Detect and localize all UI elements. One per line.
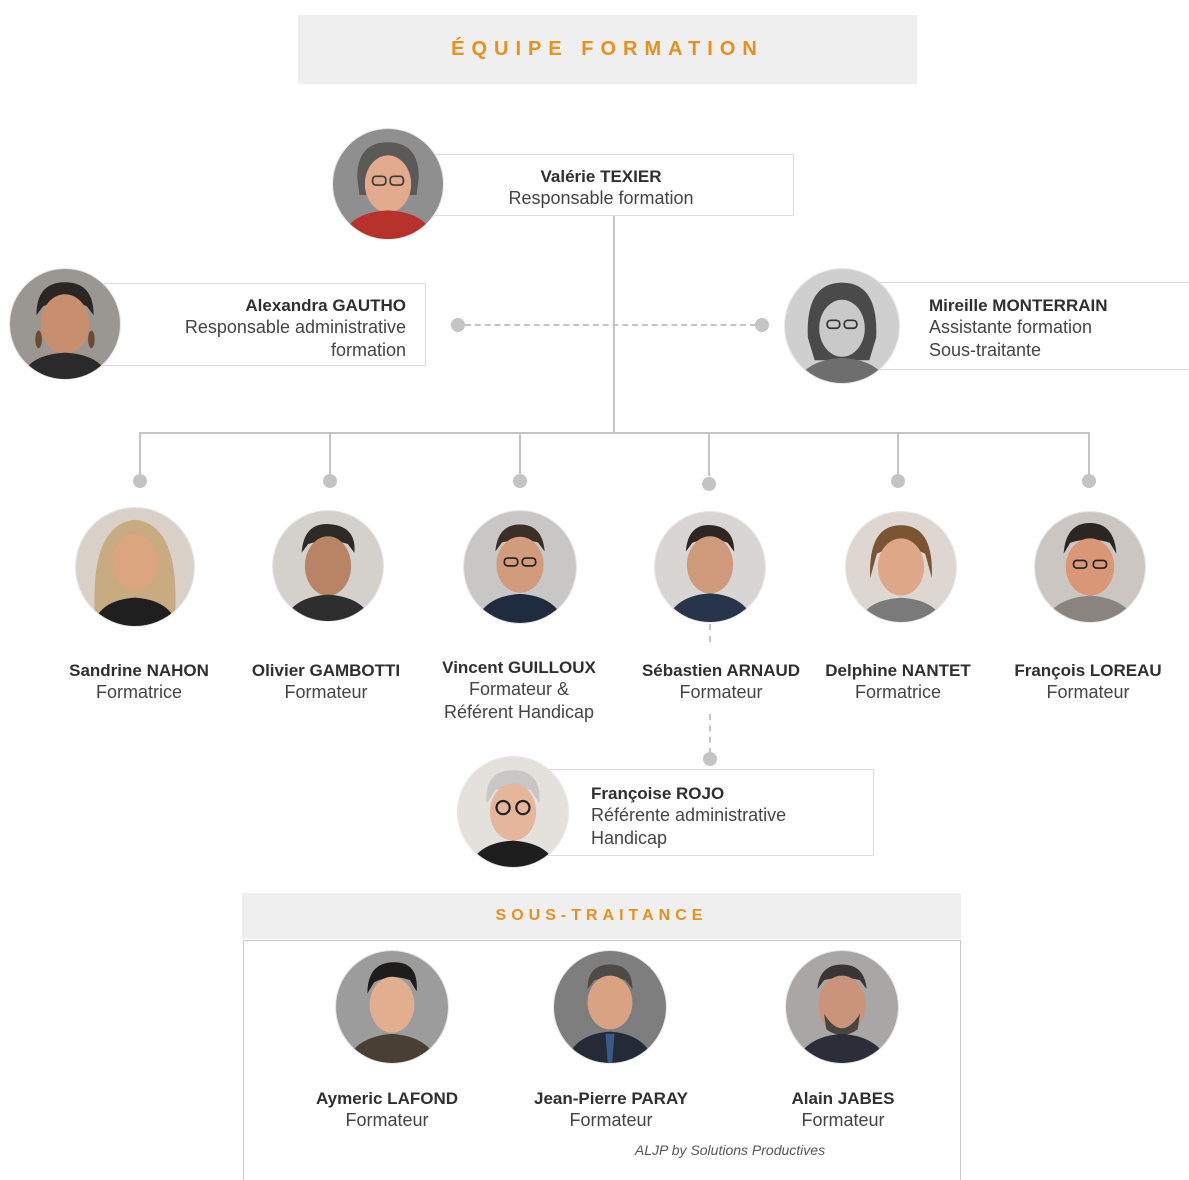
trainer-name: Delphine NANTET	[825, 661, 971, 680]
trainer-text: Sandrine NAHON Formatrice	[69, 660, 209, 704]
trainer-name: Olivier GAMBOTTI	[251, 661, 401, 680]
connector-drop	[519, 432, 521, 476]
connector-drop	[897, 432, 899, 476]
subcontractor-name: Aymeric LAFOND	[315, 1089, 459, 1108]
left-staff-role-line1: Responsable administrative	[184, 317, 406, 337]
subcontractor-name: Jean-Pierre PARAY	[533, 1089, 689, 1108]
trainer-text: Vincent GUILLOUX Formateur & Référent Ha…	[442, 657, 596, 724]
trainer-role: Formateur	[1046, 682, 1130, 702]
trainer-role: Formateur &	[468, 679, 570, 699]
subcontractor-avatar	[336, 951, 448, 1063]
handicap-referent-text: Françoise ROJO Référente administrative …	[591, 783, 786, 850]
trainer-role: Formateur	[284, 682, 368, 702]
lead-name: Valérie TEXIER	[540, 167, 662, 186]
trainer-text: François LOREAU Formateur	[1014, 660, 1161, 704]
left-staff-role-line2: formation	[330, 340, 406, 360]
dashed-connector-handicap-upper	[709, 624, 711, 642]
trainer-name: Vincent GUILLOUX	[442, 658, 596, 677]
person-photo-icon	[273, 511, 383, 621]
trainer-avatar	[1035, 512, 1145, 622]
trainer-role-line2: Référent Handicap	[443, 702, 595, 722]
connector-drop	[708, 432, 710, 476]
person-photo-icon	[786, 951, 898, 1063]
trainer-text: Sébastien ARNAUD Formateur	[642, 660, 800, 704]
connector-drop	[1088, 432, 1090, 476]
subcontracting-title: SOUS-TRAITANCE	[495, 907, 708, 924]
subcontractor-avatar	[554, 951, 666, 1063]
trainer-name: François LOREAU	[1014, 661, 1162, 680]
handicap-referent-name: Françoise ROJO	[591, 784, 725, 803]
left-staff-name: Alexandra GAUTHO	[245, 296, 406, 315]
right-staff-role-line1: Assistante formation	[929, 317, 1093, 337]
handicap-referent-avatar	[458, 757, 568, 867]
subcontractor-text: Aymeric LAFOND Formateur	[316, 1088, 458, 1132]
right-staff-avatar	[785, 269, 899, 383]
person-photo-icon	[333, 129, 443, 239]
person-photo-icon	[554, 951, 666, 1063]
trainer-avatar	[273, 511, 383, 621]
lead-role: Responsable formation	[508, 188, 694, 208]
subcontractor-text: Alain JABES Formateur	[792, 1088, 895, 1132]
trainer-avatar	[655, 512, 765, 622]
subcontractor-role: Formateur	[801, 1110, 885, 1130]
right-staff-role-line2: Sous-traitante	[929, 340, 1042, 360]
subcontracting-footer: ALJP by Solutions Productives	[634, 1142, 826, 1158]
trainer-role: Formatrice	[854, 682, 942, 702]
trainer-avatar	[464, 511, 576, 623]
handicap-referent-role-line2: Handicap	[591, 828, 668, 848]
trainer-role: Formateur	[679, 682, 763, 702]
left-staff-avatar	[10, 269, 120, 379]
person-photo-icon	[1035, 512, 1145, 622]
connector-dot	[133, 474, 147, 488]
trainer-text: Delphine NANTET Formatrice	[825, 660, 970, 704]
handicap-referent-card	[512, 769, 874, 856]
left-staff-text: Alexandra GAUTHO Responsable administrat…	[185, 295, 406, 362]
person-photo-icon	[846, 512, 956, 622]
connector-drop	[139, 432, 141, 476]
connector-drop	[329, 432, 331, 476]
subcontractor-role: Formateur	[345, 1110, 429, 1130]
page-title-band: ÉQUIPE FORMATION	[298, 15, 917, 84]
connector-trainers-bar	[140, 432, 1090, 434]
lead-card	[388, 154, 794, 216]
trainer-name: Sandrine NAHON	[69, 661, 209, 680]
person-photo-icon	[785, 269, 899, 383]
connector-dot	[323, 474, 337, 488]
connector-dot	[702, 477, 716, 491]
subcontracting-box	[243, 940, 961, 1180]
subcontractor-text: Jean-Pierre PARAY Formateur	[534, 1088, 688, 1132]
connector-dot	[513, 474, 527, 488]
subcontractor-avatar	[786, 951, 898, 1063]
subcontractor-name: Alain JABES	[791, 1089, 895, 1108]
connector-dot	[1082, 474, 1096, 488]
subcontractor-role: Formateur	[569, 1110, 653, 1130]
trainer-role: Formatrice	[95, 682, 183, 702]
person-photo-icon	[336, 951, 448, 1063]
person-photo-icon	[464, 511, 576, 623]
person-photo-icon	[655, 512, 765, 622]
lead-avatar	[333, 129, 443, 239]
connector-dot-left	[451, 318, 465, 332]
trainer-text: Olivier GAMBOTTI Formateur	[252, 660, 400, 704]
connector-dot-right	[755, 318, 769, 332]
trainer-name: Sébastien ARNAUD	[641, 661, 801, 680]
connector-dot-handicap	[703, 752, 717, 766]
subcontracting-title-band: SOUS-TRAITANCE	[242, 893, 961, 939]
handicap-referent-role-line1: Référente administrative	[591, 805, 787, 825]
left-staff-card	[62, 283, 426, 366]
dashed-connector-lateral	[465, 324, 756, 326]
right-staff-name: Mireille MONTERRAIN	[929, 296, 1108, 315]
right-staff-text: Mireille MONTERRAIN Assistante formation…	[929, 295, 1108, 362]
person-photo-icon	[458, 757, 568, 867]
page-title: ÉQUIPE FORMATION	[451, 38, 764, 60]
dashed-connector-handicap-lower	[709, 714, 711, 754]
person-photo-icon	[76, 508, 194, 626]
trainer-avatar	[76, 508, 194, 626]
trainer-avatar	[846, 512, 956, 622]
lead-text: Valérie TEXIER Responsable formation	[508, 166, 693, 210]
person-photo-icon	[10, 269, 120, 379]
connector-dot	[891, 474, 905, 488]
